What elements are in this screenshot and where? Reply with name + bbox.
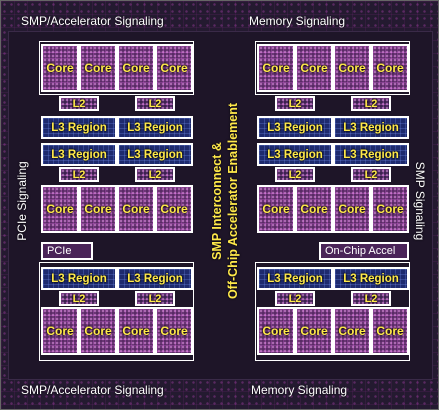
l3-region-block: L3 Region	[41, 116, 117, 139]
l2-block: L2	[59, 167, 99, 182]
bottom-right-signaling-label: Memory Signaling	[251, 383, 348, 397]
bottom-right-core-group	[255, 262, 410, 361]
top-right-core-group	[255, 41, 410, 95]
core-block: Core	[117, 185, 155, 233]
l2-block: L2	[275, 291, 315, 306]
core-block: Core	[41, 185, 79, 233]
core-block: Core	[333, 44, 371, 92]
l2-block: L2	[135, 291, 175, 306]
l3-region-block: L3 Region	[117, 116, 193, 139]
l2-block: L2	[351, 96, 391, 111]
core-block: Core	[117, 307, 155, 355]
l2-block: L2	[135, 167, 175, 182]
l3-region-block: L3 Region	[257, 267, 333, 290]
l2-block: L2	[351, 167, 391, 182]
l3-region-block: L3 Region	[117, 267, 193, 290]
l2-block: L2	[59, 96, 99, 111]
core-block: Core	[155, 185, 193, 233]
core-block: Core	[79, 44, 117, 92]
l2-block: L2	[275, 96, 315, 111]
core-block: Core	[371, 185, 409, 233]
core-block: Core	[117, 44, 155, 92]
core-block: Core	[155, 307, 193, 355]
core-block: Core	[155, 44, 193, 92]
l3-region-block: L3 Region	[41, 143, 117, 166]
l3-region-block: L3 Region	[333, 267, 409, 290]
l2-block: L2	[275, 167, 315, 182]
core-block: Core	[295, 44, 333, 92]
bottom-left-signaling-label: SMP/Accelerator Signaling	[21, 383, 164, 397]
core-block: Core	[257, 185, 295, 233]
core-block: Core	[333, 185, 371, 233]
core-block: Core	[333, 307, 371, 355]
core-block: Core	[371, 44, 409, 92]
core-block: Core	[79, 307, 117, 355]
l3-region-block: L3 Region	[333, 143, 409, 166]
left-signaling-label: PCIe Signaling	[15, 161, 29, 241]
core-block: Core	[41, 44, 79, 92]
core-block: Core	[295, 185, 333, 233]
right-signaling-label: SMP Signaling	[413, 161, 427, 241]
l2-block: L2	[135, 96, 175, 111]
l3-region-block: L3 Region	[41, 267, 117, 290]
core-block: Core	[295, 307, 333, 355]
pcie-block: PCIe	[41, 242, 93, 260]
l2-block: L2	[351, 291, 391, 306]
core-block: Core	[257, 307, 295, 355]
l3-region-block: L3 Region	[333, 116, 409, 139]
l3-region-block: L3 Region	[117, 143, 193, 166]
top-left-signaling-label: SMP/Accelerator Signaling	[21, 14, 164, 28]
core-block: Core	[79, 185, 117, 233]
core-block: Core	[41, 307, 79, 355]
on-chip-accel-block: On-Chip Accel	[319, 242, 409, 260]
center-label-line2: Off-Chip Accelerator Enablement	[226, 102, 240, 300]
core-block: Core	[257, 44, 295, 92]
center-label-line1: SMP Interconnect &	[210, 142, 224, 260]
l3-region-block: L3 Region	[257, 116, 333, 139]
top-right-signaling-label: Memory Signaling	[249, 14, 346, 28]
bottom-left-core-group	[39, 262, 194, 361]
top-left-core-group	[39, 41, 194, 95]
core-block: Core	[371, 307, 409, 355]
l3-region-block: L3 Region	[257, 143, 333, 166]
l2-block: L2	[59, 291, 99, 306]
